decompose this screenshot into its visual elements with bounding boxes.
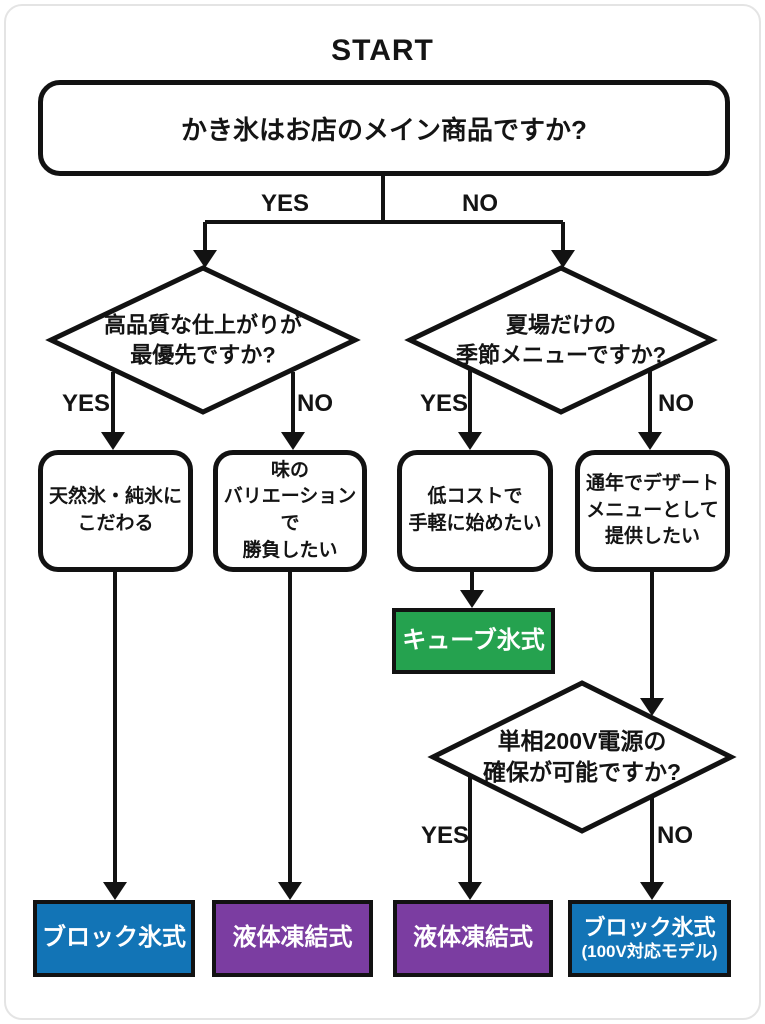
option-box-natural-ice: 天然氷・純氷に こだわる: [38, 450, 193, 572]
label-seasonal-yes: YES: [419, 390, 469, 417]
label-main-yes: YES: [260, 190, 310, 217]
result-box-cube-ice: キューブ氷式: [392, 608, 555, 674]
power-diamond-shape: [427, 680, 737, 834]
text-line: 味の: [270, 459, 309, 481]
arrowheads: [101, 250, 664, 900]
text-line: メニューとして: [586, 499, 719, 521]
result-label: ブロック氷式: [583, 915, 716, 941]
text-line: 最優先ですか?: [130, 342, 276, 367]
quality-diamond-text: 高品質な仕上がりが 最優先ですか?: [104, 310, 302, 369]
option-box-low-cost: 低コストで 手軽に始めたい: [397, 450, 553, 572]
label-quality-no: NO: [297, 390, 333, 417]
result-box-block-ice-right: ブロック氷式 (100V対応モデル): [568, 900, 731, 977]
text-line: 通年でデザート: [585, 473, 719, 495]
result-label: 液体凍結式: [232, 924, 353, 952]
result-box-liquid-freeze-left: 液体凍結式: [212, 900, 373, 977]
result-label: キューブ氷式: [402, 626, 545, 654]
text-line: 夏場だけの: [505, 312, 616, 338]
text-line: 単相200V電源の: [497, 727, 667, 754]
text-line: 低コストで: [427, 486, 523, 508]
result-sublabel: (100V対応モデル): [581, 941, 718, 961]
text-line: 手軽に始めたい: [408, 513, 542, 534]
option-box-year-round: 通年でデザート メニューとして 提供したい: [575, 450, 730, 572]
text-line: バリエーションで: [223, 486, 357, 534]
quality-diamond-shape: [45, 265, 361, 415]
text-line: 天然氷・純氷に: [48, 486, 182, 508]
label-main-no: NO: [462, 190, 498, 217]
result-label: 液体凍結式: [413, 924, 533, 952]
option-box-flavor-variation: 味の バリエーションで 勝負したい: [213, 450, 367, 572]
seasonal-diamond-text: 夏場だけの 季節メニューですか?: [456, 310, 666, 369]
result-label: ブロック氷式: [42, 924, 186, 952]
seasonal-diamond-shape: [404, 265, 718, 415]
text-line: 勝負したい: [242, 539, 338, 561]
label-quality-yes: YES: [61, 390, 111, 417]
connector-lines: [111, 176, 654, 884]
text-line: 確保が可能ですか?: [482, 759, 682, 785]
text-line: 提供したい: [604, 526, 700, 548]
main-question-box: かき氷はお店のメイン商品ですか?: [38, 80, 730, 176]
text-line: 高品質な仕上がりが: [103, 312, 303, 338]
result-box-liquid-freeze-right: 液体凍結式: [393, 900, 553, 977]
result-box-block-ice-left: ブロック氷式: [33, 900, 195, 977]
label-power-no: NO: [657, 822, 693, 849]
power-diamond-text: 単相200V電源の 確保が可能ですか?: [483, 726, 681, 788]
label-seasonal-no: NO: [658, 390, 694, 417]
text-line: こだわる: [77, 513, 154, 534]
main-question-text: かき氷はお店のメイン商品ですか?: [181, 114, 587, 145]
start-title: START: [331, 34, 434, 67]
text-line: 季節メニューですか?: [455, 342, 667, 367]
label-power-yes: YES: [420, 822, 470, 849]
